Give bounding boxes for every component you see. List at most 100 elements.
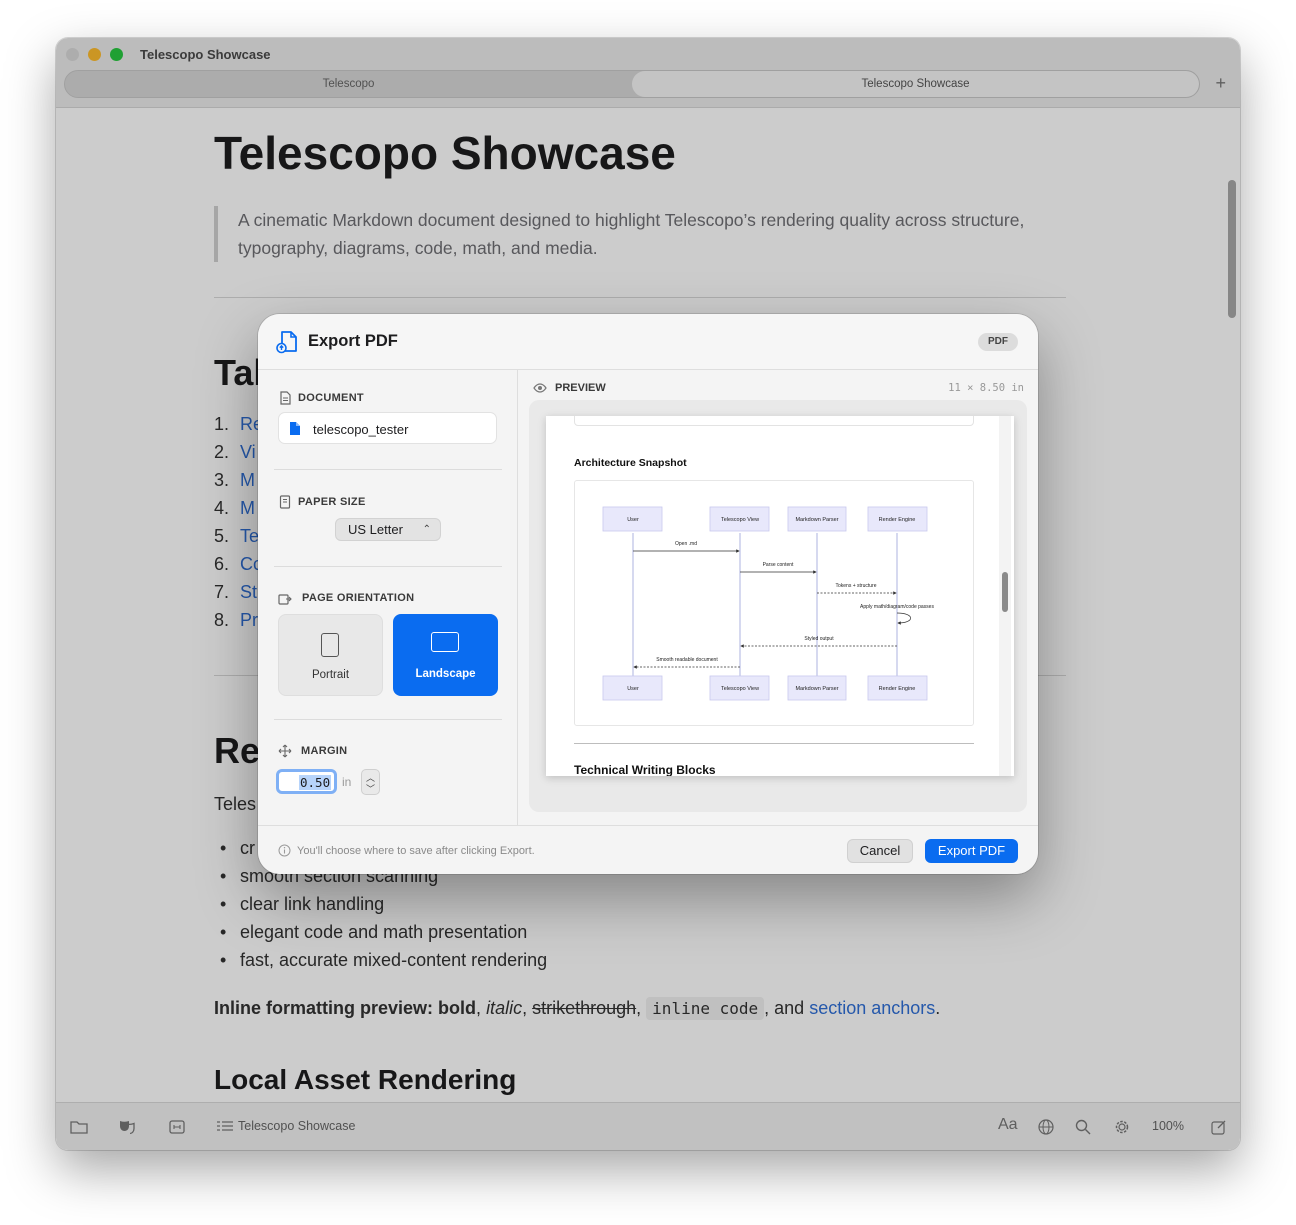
- divider: [274, 719, 502, 720]
- document-selector[interactable]: telescopo_tester: [278, 412, 497, 444]
- split-view-icon[interactable]: [166, 1116, 188, 1138]
- toc-item[interactable]: 3.M: [214, 470, 255, 490]
- divider: [274, 566, 502, 567]
- new-tab-button[interactable]: +: [1215, 73, 1226, 93]
- toc-item[interactable]: 4.M: [214, 498, 255, 518]
- landscape-page-icon: [431, 632, 459, 652]
- participant-telescopo-view: Telescopo View: [721, 686, 759, 692]
- window-title: Telescopo Showcase: [140, 47, 271, 62]
- list-item: •fast, accurate mixed-content rendering: [220, 950, 548, 970]
- document-title: Telescopo Showcase: [214, 127, 676, 179]
- orientation-icon: [278, 594, 292, 605]
- folder-icon[interactable]: [68, 1116, 90, 1138]
- list-item: •elegant code and math presentation: [220, 922, 528, 942]
- toc-heading: Tal: [214, 352, 264, 393]
- cancel-button[interactable]: Cancel: [847, 839, 913, 863]
- tab-telescopo[interactable]: Telescopo: [322, 78, 375, 90]
- preview-block: [574, 416, 974, 426]
- portrait-label: Portrait: [311, 669, 350, 681]
- italic-text: italic: [486, 998, 523, 1018]
- participant-markdown-parser: Markdown Parser: [795, 686, 838, 692]
- paper-icon: [279, 495, 291, 509]
- outline-list-icon[interactable]: [214, 1116, 236, 1138]
- divider: [274, 469, 502, 470]
- move-arrows-icon: [278, 744, 292, 758]
- paper-size-section-label: PAPER SIZE: [298, 496, 366, 508]
- preview-label: PREVIEW: [555, 382, 606, 394]
- landscape-option[interactable]: Landscape: [393, 614, 498, 696]
- dialog-footer: You'll choose where to save after clicki…: [258, 825, 1038, 874]
- export-document-icon: [276, 331, 297, 354]
- participant-user: User: [627, 686, 639, 692]
- document-section-label: DOCUMENT: [298, 392, 364, 404]
- dialog-title: Export PDF: [308, 332, 398, 350]
- file-icon: [290, 422, 300, 435]
- globe-icon[interactable]: [1035, 1116, 1057, 1138]
- preview-dimensions: 11 × 8.50 in: [948, 382, 1024, 394]
- document-name: telescopo_tester: [313, 422, 409, 437]
- document-scrollbar[interactable]: [1228, 180, 1236, 318]
- minimize-window-button[interactable]: [88, 48, 101, 61]
- margin-input[interactable]: 0.50: [276, 769, 337, 794]
- font-settings-button[interactable]: Aa: [998, 1116, 1018, 1133]
- landscape-label: Landscape: [415, 668, 476, 680]
- chevron-up-icon[interactable]: ︿: [365, 773, 375, 783]
- save-hint: You'll choose where to save after clicki…: [297, 845, 535, 857]
- tab-telescopo-showcase[interactable]: Telescopo Showcase: [632, 71, 1199, 97]
- info-icon: [278, 844, 291, 857]
- bottom-toolbar: Telescopo Showcase Aa 100%: [56, 1102, 1240, 1150]
- participant-telescopo-view: Telescopo View: [721, 517, 759, 523]
- portrait-option[interactable]: Portrait: [278, 614, 383, 696]
- section-heading: Re: [214, 730, 261, 771]
- section-anchors-link[interactable]: section anchors: [809, 998, 936, 1018]
- margin-section-label: MARGIN: [301, 745, 348, 757]
- paper-size-select[interactable]: US Letter ⌃: [335, 518, 441, 541]
- compose-icon[interactable]: [1208, 1116, 1230, 1138]
- participant-render-engine: Render Engine: [879, 517, 916, 523]
- chevron-down-icon[interactable]: ﹀: [365, 784, 375, 794]
- zoom-window-button[interactable]: [110, 48, 123, 61]
- search-icon[interactable]: [1072, 1116, 1094, 1138]
- bullet-list: •cr •smooth section scanning •clear link…: [214, 838, 547, 978]
- close-window-button[interactable]: [66, 48, 79, 61]
- gear-icon[interactable]: [1111, 1116, 1133, 1138]
- toc-item[interactable]: 1.Re: [214, 414, 264, 434]
- preview-canvas[interactable]: Architecture Snapshot: [529, 400, 1027, 812]
- divider: [214, 297, 1066, 298]
- export-pdf-dialog: Export PDF PDF DOCUMENT telescopo_tester…: [258, 314, 1038, 874]
- section-heading: Local Asset Rendering: [214, 1064, 517, 1095]
- toc-item[interactable]: 5.Te: [214, 526, 260, 546]
- inline-label: Inline formatting preview:: [214, 998, 434, 1018]
- preview-section-title: Architecture Snapshot: [574, 457, 687, 469]
- toc-item[interactable]: 2.Vi: [214, 442, 256, 462]
- margin-value: 0.50: [299, 775, 332, 790]
- chevron-updown-icon: ⌃: [422, 524, 431, 535]
- toc-item[interactable]: 6.Cc: [214, 554, 262, 574]
- sequence-diagram: User Telescopo View Markdown Parser Rend…: [574, 480, 974, 726]
- portrait-page-icon: [321, 633, 339, 657]
- preview-scrollbar[interactable]: [1002, 572, 1008, 612]
- export-settings-pane: DOCUMENT telescopo_tester PAPER SIZE US …: [258, 370, 518, 825]
- dialog-header: Export PDF PDF: [258, 314, 1038, 370]
- tab-bar: Telescopo Telescopo Showcase: [64, 70, 1200, 98]
- participant-user: User: [627, 517, 639, 523]
- toc-item[interactable]: 7.St: [214, 582, 258, 602]
- message-label: Smooth readable document: [656, 657, 718, 663]
- inline-code: inline code: [646, 997, 765, 1020]
- inline-formatting-line: Inline formatting preview: bold, italic,…: [214, 997, 941, 1020]
- toc-item[interactable]: 8.Pr: [214, 610, 258, 630]
- list-item: •clear link handling: [220, 894, 385, 914]
- preview-page: Architecture Snapshot: [546, 416, 1014, 776]
- eye-icon: [533, 383, 547, 393]
- margin-stepper[interactable]: ︿ ﹀: [361, 769, 380, 795]
- theater-masks-icon[interactable]: [116, 1116, 138, 1138]
- zoom-level[interactable]: 100%: [1152, 1119, 1184, 1133]
- preview-divider: [574, 743, 974, 744]
- document-icon: [280, 391, 291, 405]
- export-pdf-button[interactable]: Export PDF: [925, 839, 1018, 863]
- message-label: Styled output: [804, 636, 834, 642]
- strike-text: strikethrough: [532, 998, 637, 1018]
- bold-text: bold: [438, 998, 477, 1018]
- list-item: •cr: [220, 838, 255, 858]
- message-label: Tokens + structure: [836, 583, 877, 589]
